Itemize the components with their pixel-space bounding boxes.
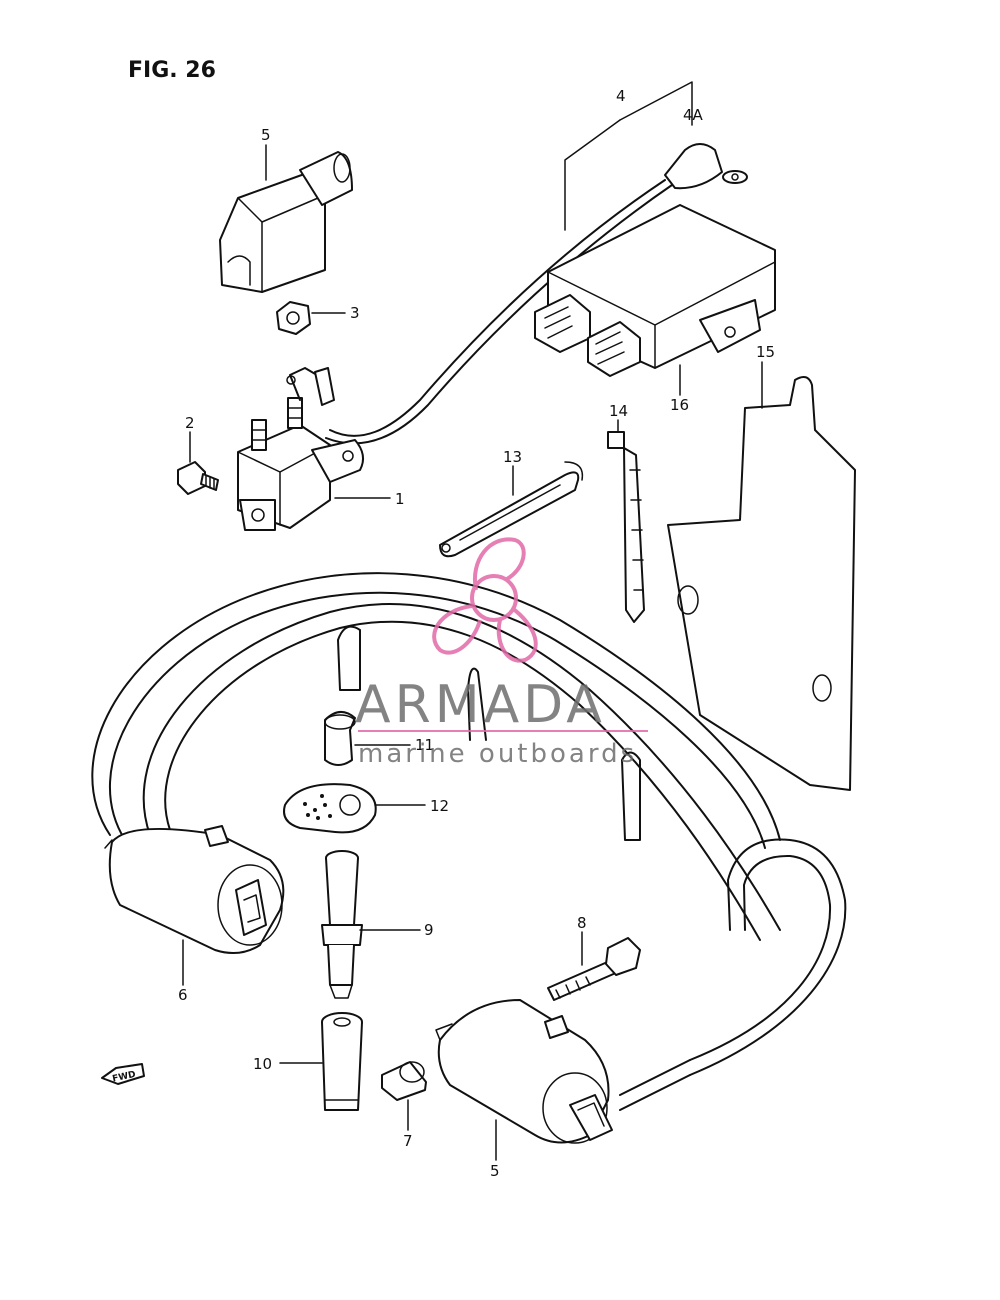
callout-13: 12 (430, 797, 449, 815)
watermark-tagline: marine outboards (358, 739, 637, 769)
callout-2: 2 (185, 414, 195, 432)
figure-title: FIG. 26 (128, 58, 216, 83)
fwd-arrow-icon: FWD (101, 1063, 145, 1085)
callout-12: 11 (415, 736, 434, 754)
part-16-insulator-plate (667, 375, 856, 791)
part-5-terminal-cover (219, 151, 353, 293)
fwd-label: FWD (112, 1070, 137, 1085)
part-1-starter-relay (237, 367, 365, 531)
callout-4a: 4A (683, 106, 704, 124)
part-11-plug-extension (321, 1012, 363, 1111)
callouts: 4 4A 5 3 2 1 13 14 15 16 11 12 9 8 6 10 … (178, 87, 775, 1150)
part-10-connector (321, 850, 363, 999)
armada-propeller-logo-icon (432, 537, 538, 663)
part-15-cable-tie (607, 431, 645, 623)
part-9-bolt (547, 937, 641, 1001)
callout-6-visible: 5 (490, 1162, 500, 1180)
high-tension-leads (91, 572, 847, 1111)
callout-16: 15 (756, 343, 775, 361)
part-8-sleeve (381, 1061, 427, 1101)
armada-watermark: ARMADA marine outboards (355, 537, 648, 769)
part-12-plug-cap (324, 711, 356, 766)
part-17-cdi-unit (534, 204, 776, 377)
part-13-seal-plate (283, 783, 377, 834)
callout-9: 8 (577, 914, 587, 932)
part-6-ignition-coil (435, 999, 613, 1144)
part-2-bolt (177, 461, 219, 495)
part-3-nut (276, 301, 311, 335)
callout-15: 14 (609, 402, 628, 420)
callout-5: 5 (261, 126, 271, 144)
callout-7: 6 (178, 986, 188, 1004)
leader-lines (182, 144, 763, 1161)
callout-17: 16 (670, 396, 689, 414)
watermark-brand: ARMADA (355, 675, 606, 735)
callout-11: 10 (253, 1055, 272, 1073)
part-14-strap (439, 461, 584, 558)
callout-14: 13 (503, 448, 522, 466)
callout-1: 1 (395, 490, 405, 508)
callout-8: 7 (403, 1132, 413, 1150)
part-7-ignition-coil (104, 825, 285, 955)
callout-4: 4 (616, 87, 626, 105)
part-4a-cap (664, 143, 748, 190)
callout-3: 3 (350, 304, 360, 322)
part-4-bracket (325, 81, 693, 445)
watermark-underline (358, 730, 648, 732)
callout-10: 9 (424, 921, 434, 939)
